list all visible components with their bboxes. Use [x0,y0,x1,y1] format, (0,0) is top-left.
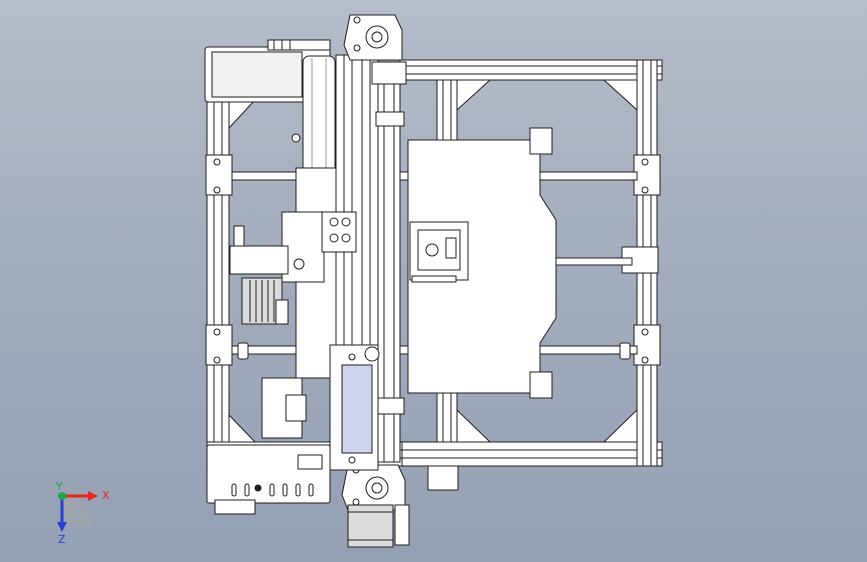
display-panel[interactable] [341,364,373,454]
bolt [348,353,356,361]
corner-bracket [456,408,492,443]
bolt [213,328,221,336]
frame-bottom-rail[interactable] [399,441,663,467]
bed-plate[interactable] [407,127,557,399]
bolt [213,356,221,364]
vent-slot [244,483,250,497]
corner-bracket [228,99,257,130]
bottom-idler-block[interactable] [341,464,406,511]
bottom-electronics-box[interactable] [206,444,331,515]
top-electronics-housing[interactable] [204,39,331,103]
bolt [348,456,356,464]
x-axis-arrowhead [88,491,98,501]
bolt [291,133,301,143]
vent-slot [282,483,288,497]
corner-bracket [602,79,638,112]
frame-connector [427,465,459,491]
vent-slot [231,483,237,497]
bolt [352,498,360,506]
rod-end-cap [237,342,249,360]
z-axis-label: Z [58,533,66,546]
bed-bracket [529,127,553,155]
bolt [641,186,649,194]
vent-slot [269,483,275,497]
bed-bracket [529,371,553,399]
y-axis-label: Y [55,480,63,493]
bolt [213,158,221,166]
vent-slot [308,483,314,497]
bolt [213,186,221,194]
bolt [641,158,649,166]
bottom-stepper-motor[interactable] [347,504,410,548]
power-module[interactable] [261,377,307,439]
z-axis-arrowhead [57,522,67,532]
bolt [341,217,351,227]
x-axis-label: X [102,489,110,502]
bolt [641,356,649,364]
bolt [293,258,305,270]
bolt [353,44,361,52]
frame-top-rail[interactable] [399,59,663,81]
vent-slot [295,483,301,497]
control-box[interactable] [329,344,380,471]
bolt [254,484,262,492]
corner-bracket [602,408,638,443]
bolt [329,233,339,243]
print-head[interactable] [409,221,469,283]
left-stepper-motor[interactable] [241,277,289,325]
corner-bracket [456,79,492,112]
extruder-carriage[interactable] [229,211,357,283]
y-axis-marker [58,492,66,500]
bolt [341,233,351,243]
bolt [641,328,649,336]
bolt [329,217,339,227]
orientation-triad: X Y Z [55,480,110,546]
top-idler-block[interactable] [343,14,403,61]
bolt [353,16,361,24]
printer-assembly[interactable] [204,14,663,548]
spool-tube[interactable] [302,55,336,177]
rod-end-cap [619,342,631,360]
corner-bracket [228,413,257,443]
control-knob[interactable] [364,346,380,362]
